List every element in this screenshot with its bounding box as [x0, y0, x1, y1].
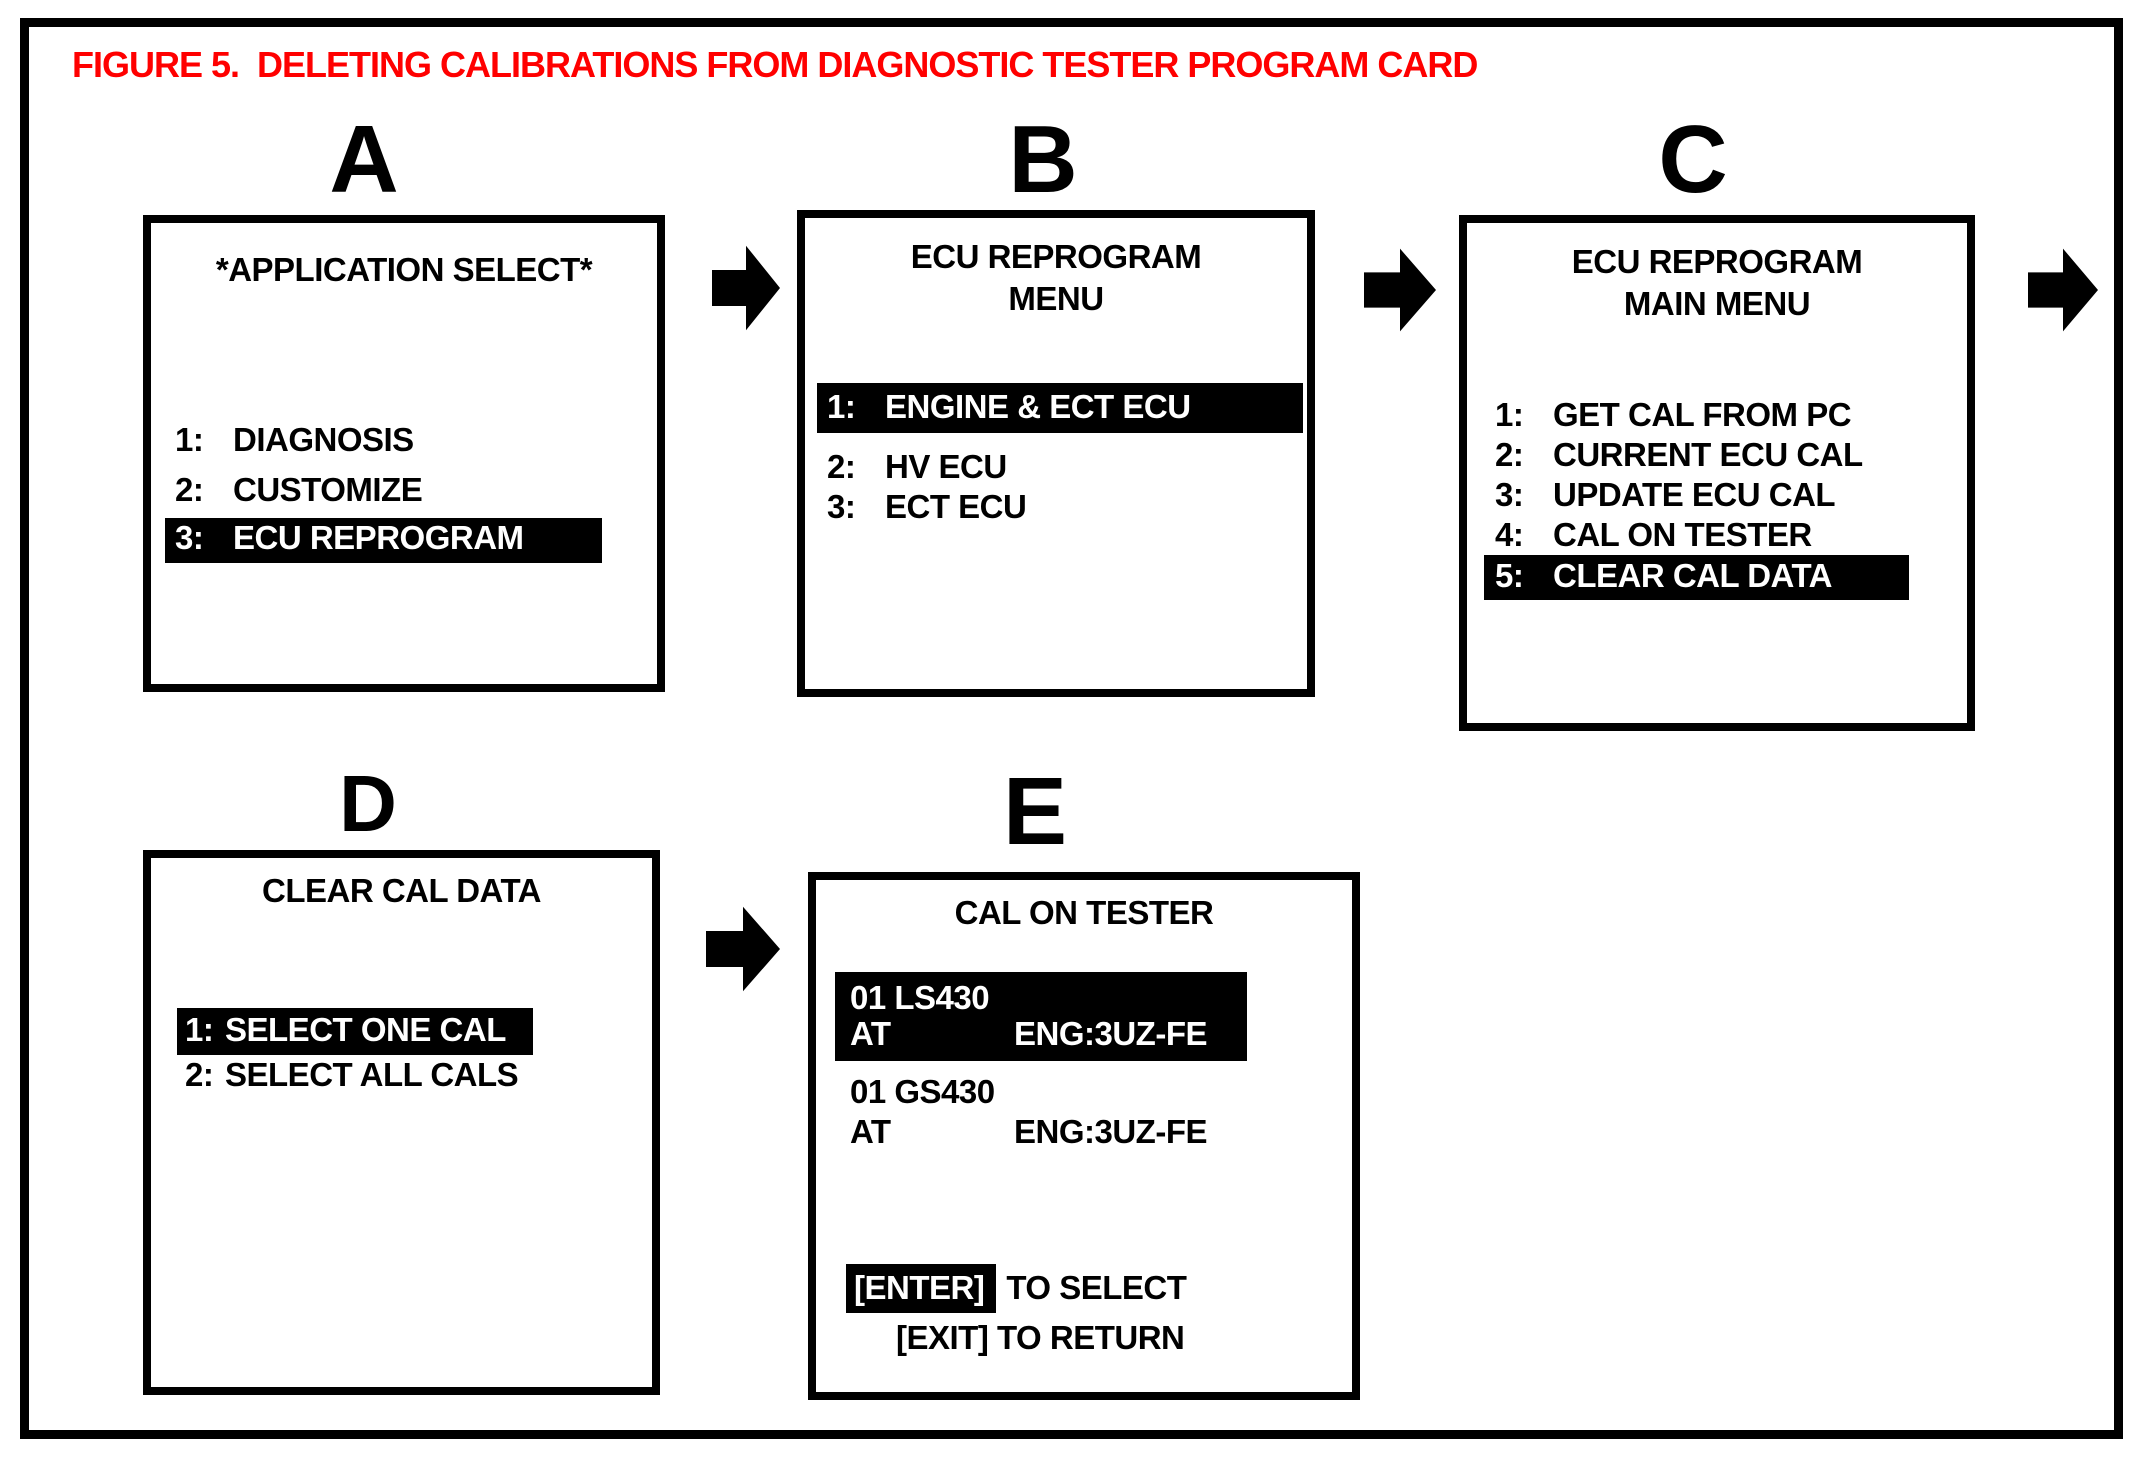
menu-item-cal-on-tester: 4:CAL ON TESTER [1495, 516, 1812, 553]
exit-key-label: [EXIT] [896, 1319, 989, 1356]
menu-item-select-one-cal-selected: 1:SELECT ONE CAL [177, 1008, 533, 1055]
menu-item-get-cal-from-pc: 1:GET CAL FROM PC [1495, 396, 1852, 433]
menu-item-customize: 2:CUSTOMIZE [175, 471, 423, 508]
menu-item-engine-ect-ecu-selected: 1:ENGINE & ECT ECU [817, 383, 1303, 433]
menu-item-diagnosis: 1:DIAGNOSIS [175, 421, 414, 458]
step-letter-b: B [1008, 106, 1078, 213]
menu-item-ect-ecu: 3:ECT ECU [827, 488, 1027, 525]
screen-a-application-select: *APPLICATION SELECT* 1:DIAGNOSIS 2:CUSTO… [143, 215, 665, 692]
screen-b-menu: 1:ENGINE & ECT ECU 2:HV ECU 3:ECT ECU [805, 383, 1307, 527]
calibration-model: 01 LS430 [850, 979, 990, 1016]
step-letter-a: A [329, 106, 399, 213]
screen-d-menu: 1:SELECT ONE CAL 2:SELECT ALL CALS [151, 1008, 652, 1095]
menu-item-clear-cal-data-selected: 5:CLEAR CAL DATA [1484, 555, 1909, 600]
menu-item-update-ecu-cal: 3:UPDATE ECU CAL [1495, 476, 1836, 513]
screen-b-header: ECU REPROGRAM MENU [910, 238, 1202, 317]
menu-item-current-ecu-cal: 2:CURRENT ECU CAL [1495, 436, 1863, 473]
screen-d-clear-cal-data: CLEAR CAL DATA 1:SELECT ONE CAL 2:SELECT… [143, 850, 660, 1395]
screen-d-header: CLEAR CAL DATA [262, 872, 541, 909]
screen-a-menu: 1:DIAGNOSIS 2:CUSTOMIZE 3:ECU REPROGRAM [151, 415, 657, 563]
figure-border [20, 18, 2123, 1439]
exit-hint: [EXIT] TO RETURN [896, 1319, 1185, 1356]
enter-key-label: [ENTER] [846, 1264, 997, 1313]
screen-c-ecu-reprogram-main-menu: ECU REPROGRAM MAIN MENU 1:GET CAL FROM P… [1459, 215, 1975, 731]
step-letter-d: D [339, 759, 397, 848]
menu-item-hv-ecu: 2:HV ECU [827, 448, 1007, 485]
screen-a-header: *APPLICATION SELECT* [215, 251, 593, 288]
screen-e-header: CAL ON TESTER [954, 894, 1214, 931]
calibration-model: 01 GS430 [850, 1073, 995, 1110]
figure-title: FIGURE 5. DELETING CALIBRATIONS FROM DIA… [72, 44, 1478, 85]
menu-item-ecu-reprogram-selected: 3:ECU REPROGRAM [165, 518, 602, 563]
step-letter-e: E [1002, 758, 1068, 865]
step-letter-c: C [1658, 106, 1728, 213]
menu-item-select-all-cals: 2:SELECT ALL CALS [185, 1056, 519, 1093]
screen-c-menu: 1:GET CAL FROM PC 2:CURRENT ECU CAL 3:UP… [1467, 395, 1967, 600]
screen-e-footer: [ENTER]TO SELECT [EXIT] TO RETURN [846, 1264, 1187, 1357]
screen-c-header: ECU REPROGRAM MAIN MENU [1571, 243, 1863, 322]
enter-hint: [ENTER]TO SELECT [846, 1264, 1187, 1313]
screen-b-ecu-reprogram-menu: ECU REPROGRAM MENU 1:ENGINE & ECT ECU 2:… [797, 210, 1315, 697]
